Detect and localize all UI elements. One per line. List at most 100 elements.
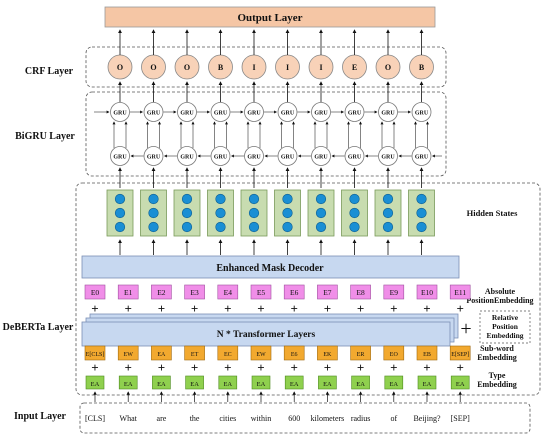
gru-forward-cell	[344, 102, 365, 122]
relative-position-label-1: Relative	[492, 313, 519, 322]
embedding-token-label: EA	[190, 381, 199, 388]
hidden-state-unit	[282, 193, 293, 205]
input-token: radius	[351, 414, 371, 423]
embedding-token-label: EA	[323, 381, 332, 388]
embedding-token-label: EA	[257, 381, 266, 388]
relative-plus-sign: +	[460, 318, 471, 340]
plus-sign: +	[224, 360, 231, 375]
type-embedding-box	[384, 375, 404, 390]
gru-cell-label: GRU	[281, 111, 295, 117]
type-embedding-box	[185, 375, 204, 390]
subword-label-2: Embedding	[477, 353, 517, 362]
hidden-state-unit	[248, 207, 260, 219]
gru-backward-cell	[210, 146, 231, 166]
embedding-token-label: E11	[454, 288, 466, 297]
subword-embedding-box	[449, 345, 471, 361]
subword-embedding-box	[283, 345, 305, 361]
plus-sign: +	[257, 301, 264, 316]
debert-layer-label: DeBERTa Layer	[3, 322, 74, 333]
embedding-token-label: EK	[323, 352, 332, 358]
gru-cell-label: GRU	[348, 155, 362, 161]
input-token: kilometers	[311, 414, 345, 423]
hidden-state-unit	[315, 221, 327, 233]
crf-tag-label: I	[286, 63, 289, 72]
subword-embedding-box	[184, 345, 205, 361]
gru-cell-label: GRU	[180, 111, 194, 117]
embedding-token-label: EB	[423, 352, 431, 358]
embedding-token-label: EA	[456, 381, 465, 388]
gru-cell-label: GRU	[113, 155, 127, 161]
type-embedding-box	[450, 375, 470, 390]
hidden-state-unit	[248, 221, 260, 233]
subword-embedding-box	[383, 345, 405, 361]
gru-backward-cell	[411, 146, 432, 166]
input-layer-label: Input Layer	[14, 411, 67, 422]
embedding-token-label: E[SEP]	[451, 352, 469, 358]
input-token: cities	[219, 414, 236, 423]
gru-cell-label: GRU	[415, 111, 429, 117]
hidden-state-unit	[282, 207, 293, 219]
plus-sign: +	[191, 301, 198, 316]
plus-sign: +	[390, 301, 397, 316]
gru-backward-cell	[110, 146, 130, 166]
subword-embedding-box	[84, 345, 106, 361]
gru-forward-cell	[411, 102, 432, 122]
gru-backward-cell	[277, 146, 298, 166]
hidden-state-unit	[382, 193, 394, 205]
embedding-token-label: E6	[290, 288, 299, 297]
gru-cell-label: GRU	[147, 155, 161, 161]
gru-cell-label: GRU	[314, 155, 328, 161]
embedding-token-label: E[CLS]	[86, 352, 105, 358]
gru-cell-label: GRU	[214, 155, 228, 161]
subword-label-1: Sub-word	[480, 344, 514, 353]
crf-tag-label: O	[385, 63, 391, 72]
input-token: the	[190, 414, 200, 423]
type-label-2: Embedding	[477, 380, 517, 389]
subword-embedding-box	[217, 345, 239, 361]
enhanced-mask-decoder-label: Enhanced Mask Decoder	[216, 263, 324, 274]
crf-tag-label: E	[352, 63, 357, 72]
subword-embedding-box	[350, 345, 371, 361]
crf-layer-label: CRF Layer	[25, 66, 74, 77]
hidden-state-unit	[416, 221, 427, 233]
crf-tag-label: I	[319, 63, 322, 72]
gru-forward-cell	[378, 102, 398, 122]
hidden-state-unit	[349, 221, 360, 233]
gru-cell-label: GRU	[147, 111, 161, 117]
crf-tag-label: O	[150, 63, 156, 72]
hidden-state-unit	[215, 193, 226, 205]
embedding-token-label: EA	[157, 352, 166, 358]
plus-sign: +	[91, 301, 98, 316]
gru-backward-cell	[143, 146, 164, 166]
embedding-token-label: EA	[223, 381, 232, 388]
embedding-token-label: EA	[423, 381, 432, 388]
absolute-position-label-1: Absolute	[485, 287, 516, 296]
embedding-token-label: ER	[357, 352, 365, 358]
position-embedding-box	[184, 284, 205, 300]
gru-cell-label: GRU	[314, 111, 328, 117]
hidden-state-unit	[416, 193, 427, 205]
plus-sign: +	[290, 360, 297, 375]
embedding-token-label: E10	[421, 288, 433, 297]
embedding-token-label: EW	[256, 352, 266, 358]
embedding-token-label: EA	[290, 381, 299, 388]
position-embedding-box	[217, 284, 239, 300]
position-embedding-box	[283, 284, 305, 300]
hidden-state-unit	[114, 207, 126, 219]
crf-tag-label: O	[117, 63, 123, 72]
embedding-token-label: EC	[224, 352, 232, 358]
type-embedding-box	[152, 375, 171, 390]
subword-embedding-box	[416, 345, 438, 361]
gru-forward-cell	[177, 102, 197, 122]
embedding-token-label: E7	[323, 288, 332, 297]
absolute-position-label-2: PositionEmbedding	[466, 296, 533, 305]
embedding-token-label: EW	[124, 352, 134, 358]
position-embedding-box	[383, 284, 405, 300]
subword-embedding-box	[250, 345, 272, 361]
embedding-token-label: EA	[389, 381, 398, 388]
type-embedding-box	[251, 375, 271, 390]
transformer-layer-front	[81, 321, 451, 347]
embedding-token-label: E0	[91, 288, 100, 297]
gru-forward-cell	[210, 102, 231, 122]
